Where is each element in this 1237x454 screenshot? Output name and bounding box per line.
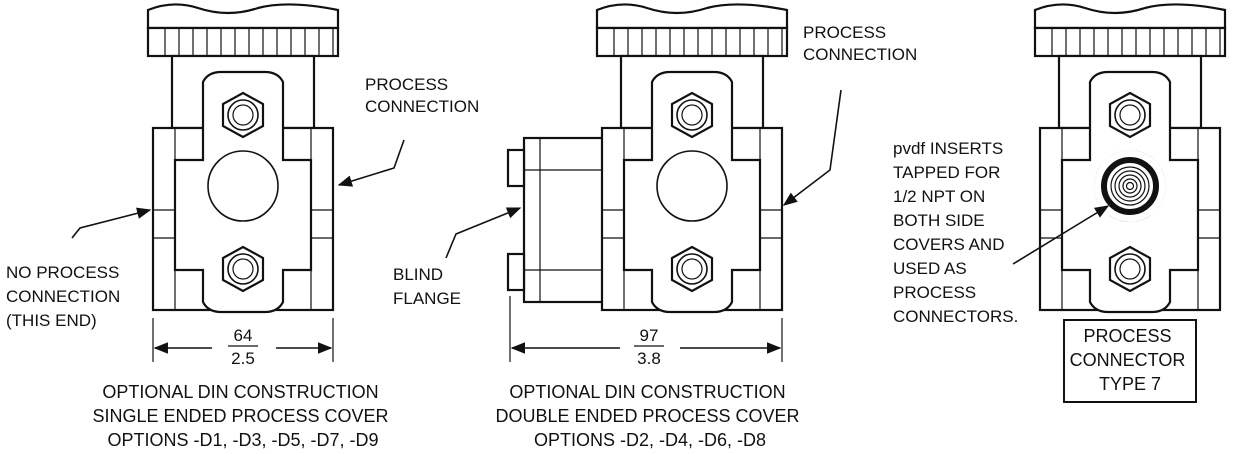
connector-type-box — [1063, 319, 1197, 403]
caption-single-ended: OPTIONAL DIN CONSTRUCTION SINGLE ENDED P… — [92, 382, 393, 450]
blind-flange-leader — [445, 207, 522, 259]
inserts-note: pvdf INSERTS TAPPED FOR 1/2 NPT ON BOTH … — [893, 139, 1018, 326]
no-process-connection-leader — [71, 207, 152, 239]
dimension-in-2: 3.8 — [637, 349, 661, 368]
process-connection-label-2: PROCESS CONNECTION — [803, 23, 917, 64]
no-process-connection-label: NO PROCESS CONNECTION (THIS END) — [6, 263, 125, 330]
connector-type-caption: PROCESS CONNECTOR TYPE 7 — [1070, 326, 1191, 394]
transmitter-body-single — [146, 3, 340, 314]
view-double-ended: PROCESS CONNECTION BLIND FLANGE 97 3.8 O… — [393, 3, 917, 450]
blind-flange-label: BLIND FLANGE — [393, 265, 461, 308]
blind-flange — [506, 136, 606, 304]
caption-double-ended: OPTIONAL DIN CONSTRUCTION DOUBLE ENDED P… — [495, 382, 804, 450]
inserts-leader — [1012, 205, 1110, 265]
view-connector-type-7: pvdf INSERTS TAPPED FOR 1/2 NPT ON BOTH … — [893, 3, 1227, 403]
process-connection-leader-2 — [782, 89, 842, 206]
process-connection-label-1: PROCESS CONNECTION — [365, 75, 479, 116]
dimension-mm-1: 64 — [234, 326, 253, 345]
transmitter-body-double — [595, 3, 789, 314]
pvdf-insert — [1101, 157, 1159, 215]
dimension-mm-2: 97 — [640, 326, 659, 345]
process-connection-leader-1 — [337, 139, 405, 187]
view-single-ended: PROCESS CONNECTION NO PROCESS CONNECTION… — [6, 3, 479, 450]
dimension-in-1: 2.5 — [231, 349, 255, 368]
